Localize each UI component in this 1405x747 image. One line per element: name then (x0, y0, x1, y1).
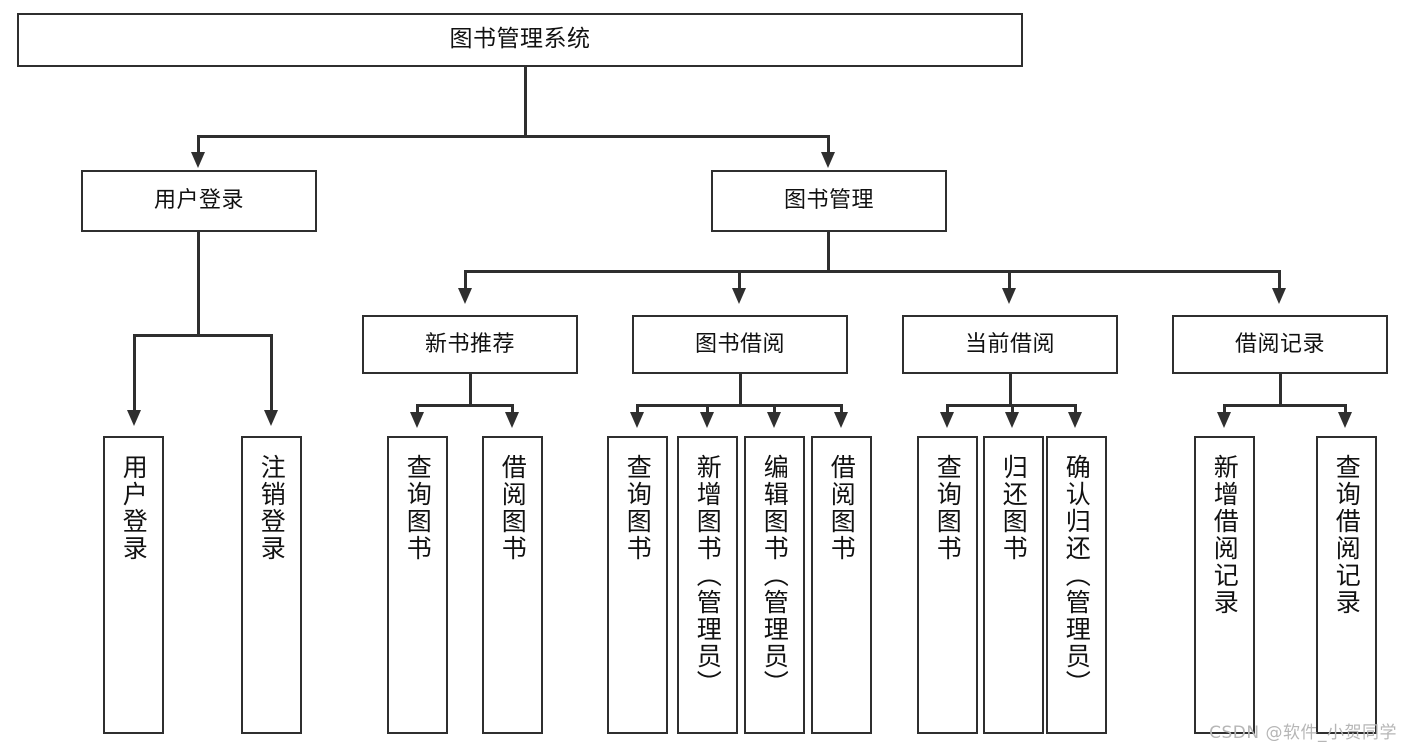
arrowhead-leaf-borrow-book-2 (834, 412, 848, 428)
leaf-return-book-label: 归还图书 (999, 454, 1029, 562)
edge-root-stem (524, 67, 527, 137)
leaf-borrow-book-2-label: 借阅图书 (827, 454, 857, 562)
arrowhead-leaf-edit-book (767, 412, 781, 428)
arrowhead-current-borrow (1002, 288, 1016, 304)
arrowhead-leaf-confirm-return (1068, 412, 1082, 428)
edge-current-borrow-to-leaf1 (946, 404, 949, 416)
edge-book-manage-to-current-borrow (1008, 270, 1011, 292)
arrowhead-leaf-query-book-1 (410, 412, 424, 428)
edge-borrow-record-stem (1279, 374, 1282, 406)
edge-root-to-user-login (197, 135, 200, 157)
leaf-logout-label: 注销登录 (257, 454, 287, 562)
leaf-add-book-label: 新增图书（管理员） (693, 454, 723, 697)
leaf-user-login[interactable]: 用户登录 (103, 436, 164, 734)
arrowhead-leaf-return-book (1005, 412, 1019, 428)
edge-book-borrow-bus (636, 404, 842, 407)
leaf-query-book-3-label: 查询图书 (933, 454, 963, 562)
arrowhead-new-book-rec (458, 288, 472, 304)
edge-book-manage-to-borrow-record (1278, 270, 1281, 292)
leaf-confirm-return-label: 确认归还（管理员） (1062, 454, 1092, 697)
arrowhead-leaf-logout (264, 410, 278, 426)
edge-new-book-rec-bus (416, 404, 514, 407)
edge-current-borrow-stem (1009, 374, 1012, 406)
node-current-borrow[interactable]: 当前借阅 (902, 315, 1118, 374)
arrowhead-leaf-user-login (127, 410, 141, 426)
edge-user-login-stem (197, 232, 200, 336)
leaf-return-book[interactable]: 归还图书 (983, 436, 1044, 734)
node-new-book-rec-label: 新书推荐 (424, 331, 515, 357)
edge-book-borrow-to-leaf1 (636, 404, 639, 416)
node-user-login-label: 用户登录 (153, 188, 244, 214)
node-book-borrow[interactable]: 图书借阅 (632, 315, 848, 374)
leaf-add-record-label: 新增借阅记录 (1210, 454, 1240, 616)
edge-borrow-record-bus (1223, 404, 1347, 407)
edge-current-borrow-to-leaf2 (1011, 404, 1014, 416)
arrowhead-book-manage (821, 152, 835, 168)
node-borrow-record[interactable]: 借阅记录 (1172, 315, 1388, 374)
edge-borrow-record-to-leaf1 (1223, 404, 1226, 416)
edge-book-borrow-to-leaf2 (706, 404, 709, 416)
arrowhead-leaf-query-book-2 (630, 412, 644, 428)
arrowhead-leaf-add-record (1217, 412, 1231, 428)
edge-new-book-rec-to-leaf1 (416, 404, 419, 416)
arrowhead-user-login (191, 152, 205, 168)
leaf-borrow-book-1-label: 借阅图书 (498, 454, 528, 562)
node-borrow-record-label: 借阅记录 (1234, 331, 1325, 357)
edge-user-login-bus (133, 334, 273, 337)
node-new-book-rec[interactable]: 新书推荐 (362, 315, 578, 374)
node-root-label: 图书管理系统 (449, 26, 591, 53)
edge-book-borrow-stem (739, 374, 742, 406)
node-book-manage[interactable]: 图书管理 (711, 170, 947, 232)
edge-book-manage-bus (464, 270, 1281, 273)
edge-borrow-record-to-leaf2 (1344, 404, 1347, 416)
edge-book-borrow-to-leaf3 (773, 404, 776, 416)
leaf-query-book-2-label: 查询图书 (623, 454, 653, 562)
leaf-edit-book-label: 编辑图书（管理员） (760, 454, 790, 697)
edge-root-to-book-manage (827, 135, 830, 157)
node-book-borrow-label: 图书借阅 (694, 331, 785, 357)
arrowhead-leaf-add-book (700, 412, 714, 428)
edge-user-login-to-leaf2 (270, 334, 273, 414)
leaf-logout[interactable]: 注销登录 (241, 436, 302, 734)
leaf-user-login-label: 用户登录 (119, 454, 149, 562)
edge-user-login-to-leaf1 (133, 334, 136, 414)
leaf-query-book-3[interactable]: 查询图书 (917, 436, 978, 734)
leaf-query-record[interactable]: 查询借阅记录 (1316, 436, 1377, 734)
leaf-borrow-book-1[interactable]: 借阅图书 (482, 436, 543, 734)
edge-book-manage-stem (827, 232, 830, 272)
leaf-edit-book[interactable]: 编辑图书（管理员） (744, 436, 805, 734)
edge-book-manage-to-new-book-rec (464, 270, 467, 292)
node-root[interactable]: 图书管理系统 (17, 13, 1023, 67)
node-book-manage-label: 图书管理 (783, 188, 874, 214)
node-user-login[interactable]: 用户登录 (81, 170, 317, 232)
node-current-borrow-label: 当前借阅 (964, 331, 1055, 357)
leaf-confirm-return[interactable]: 确认归还（管理员） (1046, 436, 1107, 734)
edge-root-bus (197, 135, 830, 138)
leaf-borrow-book-2[interactable]: 借阅图书 (811, 436, 872, 734)
leaf-query-record-label: 查询借阅记录 (1332, 454, 1362, 616)
leaf-add-record[interactable]: 新增借阅记录 (1194, 436, 1255, 734)
edge-new-book-rec-to-leaf2 (511, 404, 514, 416)
edge-book-borrow-to-leaf4 (840, 404, 843, 416)
leaf-add-book[interactable]: 新增图书（管理员） (677, 436, 738, 734)
arrowhead-leaf-query-book-3 (940, 412, 954, 428)
leaf-query-book-1-label: 查询图书 (403, 454, 433, 562)
leaf-query-book-1[interactable]: 查询图书 (387, 436, 448, 734)
arrowhead-book-borrow (732, 288, 746, 304)
edge-current-borrow-to-leaf3 (1074, 404, 1077, 416)
edge-new-book-rec-stem (469, 374, 472, 406)
edge-book-manage-to-book-borrow (738, 270, 741, 292)
arrowhead-borrow-record (1272, 288, 1286, 304)
arrowhead-leaf-query-record (1338, 412, 1352, 428)
arrowhead-leaf-borrow-book-1 (505, 412, 519, 428)
leaf-query-book-2[interactable]: 查询图书 (607, 436, 668, 734)
